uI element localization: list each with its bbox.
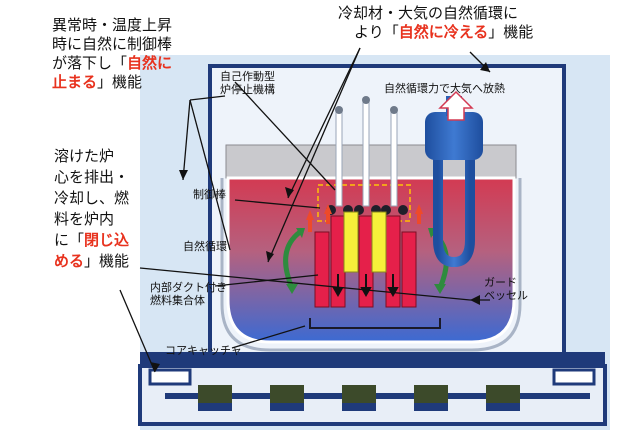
callout-contain-highlight-2: める bbox=[54, 252, 85, 270]
callout-contain-line6-text: 」機能 bbox=[84, 252, 130, 270]
callout-contain-line1: 溶けた炉 bbox=[54, 147, 115, 165]
callout-cool-line1: 冷却材・大気の自然循環に bbox=[338, 4, 519, 22]
label-guard-vessel-2: ベッセル bbox=[484, 289, 528, 302]
label-inner-duct-1: 内部ダクト付き bbox=[150, 281, 227, 294]
core-catcher-tray bbox=[309, 318, 441, 329]
callout-contain-line2: 心を排出・ bbox=[54, 168, 130, 186]
callout-stop-highlight-2: 止まる bbox=[52, 73, 98, 91]
label-guard-vessel: ガード ベッセル bbox=[484, 276, 528, 302]
callout-cool-line2: より「自然に冷える」機能 bbox=[338, 23, 533, 42]
circulation-arrowheads bbox=[286, 228, 446, 294]
air-release-arrow bbox=[438, 90, 474, 121]
callout-cool-line2-text: より「 bbox=[354, 23, 399, 41]
label-control-rod: 制御棒 bbox=[193, 188, 226, 201]
control-rods bbox=[343, 211, 387, 273]
callout-cool: 冷却材・大気の自然循環に より「自然に冷える」機能 bbox=[338, 4, 533, 42]
callout-contain-line6: める」機能 bbox=[54, 251, 129, 272]
label-self-actuated: 自己作動型 炉停止機構 bbox=[220, 70, 275, 96]
label-self-actuated-1: 自己作動型 bbox=[220, 70, 275, 83]
callout-stop-line2: 時に自然に制御棒 bbox=[52, 35, 173, 53]
fuel-assemblies bbox=[314, 215, 417, 308]
leader-arrowheads bbox=[150, 62, 490, 372]
callout-contain-line3: 冷却し、燃 bbox=[54, 189, 130, 207]
callout-contain-line5: に「閉じ込 bbox=[54, 230, 129, 251]
label-inner-duct-2: 燃料集合体 bbox=[150, 294, 205, 307]
label-core-catcher: コアキャッチャ bbox=[165, 344, 242, 357]
label-air-release: 自然循環力で大気へ放熱 bbox=[384, 82, 505, 95]
heat-exchanger-head bbox=[425, 112, 483, 160]
callout-stop-line4: 止まる」機能 bbox=[52, 73, 172, 92]
callout-stop-highlight-1: 自然に bbox=[127, 54, 173, 72]
ground-blocks bbox=[198, 385, 520, 411]
seismic-isolators bbox=[148, 368, 596, 386]
callout-contain-highlight-1: 閉じ込 bbox=[84, 231, 130, 249]
base-pit bbox=[138, 364, 607, 426]
callout-cool-line2-tail: 」機能 bbox=[488, 23, 534, 41]
core-down-arrows bbox=[332, 274, 399, 298]
heat-up-arrows bbox=[306, 204, 423, 232]
label-self-actuated-2: 炉停止機構 bbox=[220, 83, 275, 96]
label-natural-circulation: 自然循環 bbox=[183, 240, 227, 253]
callout-contain: 溶けた炉 心を排出・ 冷却し、燃 料を炉内 に「閉じ込 める」機能 bbox=[54, 146, 129, 272]
callout-stop-line3-text: が落下し「 bbox=[52, 54, 128, 72]
label-guard-vessel-1: ガード bbox=[484, 276, 517, 289]
label-inner-duct: 内部ダクト付き 燃料集合体 bbox=[150, 281, 227, 307]
base-slab bbox=[140, 352, 605, 366]
guard-vessel-outline bbox=[220, 178, 522, 352]
callout-contain-line5-text: に「 bbox=[54, 231, 85, 249]
callout-stop-line1: 異常時・温度上昇 bbox=[52, 16, 173, 34]
callout-stop: 異常時・温度上昇 時に自然に制御棒 が落下し「自然に 止まる」機能 bbox=[52, 16, 172, 92]
callout-cool-highlight: 自然に冷える bbox=[398, 23, 489, 41]
rod-tops bbox=[335, 96, 398, 114]
callout-stop-line4-text: 」機能 bbox=[97, 73, 143, 91]
heat-exchanger-loop bbox=[433, 150, 475, 268]
callout-stop-line3: が落下し「自然に bbox=[52, 54, 172, 73]
callout-contain-line4: 料を炉内 bbox=[54, 210, 115, 228]
